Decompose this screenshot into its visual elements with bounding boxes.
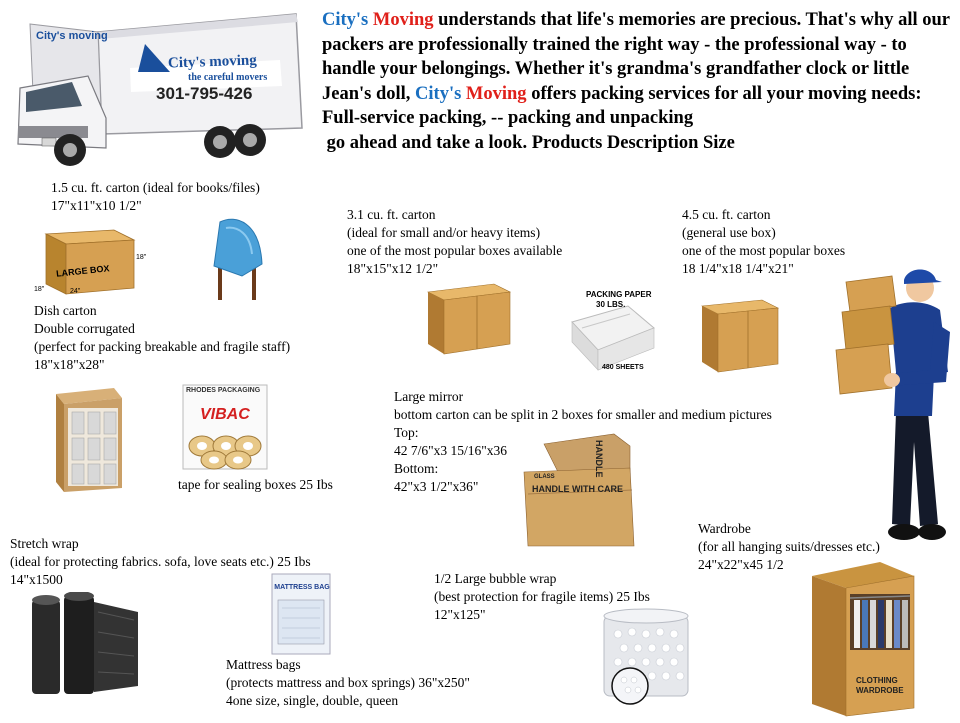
moving-truck-image: City's moving City's moving the careful …	[10, 8, 306, 172]
carton-31-description: 3.1 cu. ft. carton (ideal for small and/…	[347, 207, 563, 276]
dish-carton-image	[54, 384, 124, 494]
mover-person-image	[830, 262, 956, 548]
carton-45-image	[696, 298, 780, 374]
tape-product: VIBAC	[200, 406, 250, 423]
carton-15-dim-w: 24"	[70, 288, 81, 295]
mirror-box-text: HANDLE WITH CARE	[532, 484, 623, 494]
stretch-wrap-image	[26, 591, 142, 698]
intro-look: go ahead and take a look. Products Descr…	[322, 132, 735, 153]
brand-name-moving: Moving	[372, 10, 434, 30]
intro-text: City's Moving understands that life's me…	[322, 8, 952, 155]
brand-name-citys: City's	[322, 10, 369, 30]
mirror-carton-image: HANDLE WITH CARE HANDLE GLASS	[520, 430, 638, 548]
mattress-bag-image: MATTRESS BAG	[266, 572, 336, 656]
wardrobe-box-image: CLOTHING WARDROBE	[796, 558, 926, 718]
packing-paper-label: PACKING PAPER	[586, 290, 652, 299]
truck-slogan: the careful movers	[188, 72, 268, 83]
mattress-bag-description: Mattress bags (protects mattress and box…	[226, 657, 470, 708]
brand-name-citys: City's	[415, 83, 462, 104]
packing-paper-image: PACKING PAPER 30 LBS. 480 SHEETS	[568, 288, 658, 376]
dish-carton-description: Dish carton Double corrugated (perfect f…	[34, 303, 291, 372]
carton-15-dim-d: 18"	[34, 286, 45, 293]
wardrobe-description: Wardrobe (for all hanging suits/dresses …	[698, 521, 880, 572]
bubble-wrap-description: 1/2 Large bubble wrap (best protection f…	[434, 571, 650, 622]
packing-paper-weight: 30 LBS.	[596, 300, 626, 309]
stretch-wrap-description: Stretch wrap (ideal for protecting fabri…	[10, 536, 311, 587]
intro-full-service: Full-service packing, -- packing and unp…	[322, 108, 694, 128]
wardrobe-box-label-2: WARDROBE	[856, 686, 904, 695]
intro-paragraph: understands that life's memories are pre…	[322, 10, 950, 104]
mirror-box-glass: GLASS	[534, 474, 555, 480]
carton-45-description: 4.5 cu. ft. carton (general use box) one…	[682, 207, 846, 276]
bubble-wrap-image	[602, 608, 692, 708]
carton-15-description: 1.5 cu. ft. carton (ideal for books/file…	[51, 180, 260, 213]
tape-brand: RHODES PACKAGING	[186, 387, 261, 394]
wardrobe-box-label-1: CLOTHING	[856, 676, 898, 685]
carton-15-dim-h: 18"	[136, 254, 147, 261]
truck-logo: City's moving	[167, 52, 258, 72]
truck-side-logo: City's moving	[36, 30, 108, 42]
covered-chair-image	[206, 216, 268, 300]
carton-31-image	[424, 282, 512, 356]
mirror-box-top: HANDLE	[594, 440, 604, 478]
tape-image: RHODES PACKAGING VIBAC	[182, 384, 268, 470]
intro-services: offers packing services for all your mov…	[526, 83, 922, 104]
tape-description: tape for sealing boxes 25 Ibs	[178, 477, 333, 492]
brand-name-moving: Moving	[465, 83, 527, 104]
mattress-bag-label: MATTRESS BAG	[274, 584, 330, 591]
packing-paper-sheets: 480 SHEETS	[602, 364, 644, 371]
carton-15-image: LARGE BOX 24" 18" 18"	[34, 226, 146, 298]
mirror-description: Large mirror bottom carton can be split …	[394, 389, 772, 494]
truck-phone: 301-795-426	[156, 84, 253, 103]
